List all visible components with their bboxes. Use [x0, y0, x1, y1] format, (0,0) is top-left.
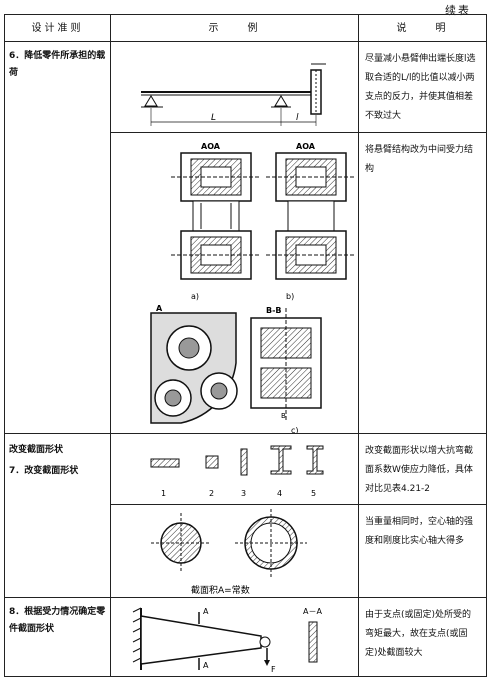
shape-num: 2 [209, 489, 214, 498]
section-label-a: AOA [201, 142, 221, 151]
principle-text: 6．降低零件所承担的载荷 [9, 51, 106, 79]
note-text: 当重量相同时，空心轴的强度和刚度比实心轴大得多 [365, 517, 474, 546]
shape-num: 3 [241, 489, 246, 498]
principle-cell: 改变截面形状 7．改变截面形状 [4, 433, 111, 598]
note-text: 改变截面形状以增大抗弯截面系数W使应力降低，具体对比见表4.21-2 [365, 446, 474, 494]
dim-l: l [296, 113, 299, 123]
note-cell: 由于支点(或固定)处所受的弯矩最大，故在支点(或固定)处截面较大 [358, 597, 487, 677]
example-cell: 截面积A=常数 [110, 504, 359, 598]
note-text: 尽量减小悬臂伸出端长度l选取合适的L/l的比值以减小两支点的反力，并使其值相差不… [365, 54, 476, 121]
caption-a: a) [191, 292, 199, 301]
gear-assembly-figure: AOA a) AOA [150, 142, 356, 433]
col-principle: 设计准则 [4, 14, 111, 42]
example-cell: AOA a) AOA [110, 132, 359, 434]
note-cell: 将悬臂结构改为中间受力结构 [358, 132, 487, 434]
force-label: F [271, 665, 276, 674]
mark-a: A [156, 304, 163, 313]
table-row: 截面积A=常数 当重量相同时，空心轴的强度和刚度比实心轴大得多 [5, 504, 487, 598]
caption-c: c) [291, 426, 299, 433]
table-row: AOA a) AOA [5, 132, 487, 434]
principle-cell: 8．根据受力情况确定零件截面形状 [4, 597, 111, 677]
col-example: 示 例 [110, 14, 359, 42]
dim-L: L [211, 113, 216, 123]
table-row: 6．降低零件所承担的载荷 L l 尽 [4, 41, 487, 434]
shape-num: 1 [161, 489, 166, 498]
note-cell: 改变截面形状以增大抗弯截面系数W使应力降低，具体对比见表4.21-2 [358, 433, 487, 505]
table-row: 8．根据受力情况确定零件截面形状 F A A A－A [4, 597, 487, 677]
cantilever-figure: L l [141, 63, 326, 126]
tapered-arm-figure: F A A A－A [132, 607, 322, 674]
example-cell: F A A A－A [110, 597, 359, 677]
continued-label: 续表 [445, 4, 471, 17]
cut-mark-a-bottom: A [203, 661, 209, 670]
section-shapes-figure: 1 2 3 4 5 [150, 445, 324, 498]
note-cell: 尽量减小悬臂伸出端长度l选取合适的L/l的比值以减小两支点的反力，并使其值相差不… [358, 41, 487, 133]
note-cell: 当重量相同时，空心轴的强度和刚度比实心轴大得多 [358, 504, 487, 598]
principle-text: 7．改变截面形状 [9, 466, 79, 477]
shape-num: 4 [277, 489, 282, 498]
section-label-c: B-B [266, 306, 282, 315]
col-note: 说 明 [358, 14, 487, 42]
principle-head: 改变截面形状 [9, 445, 64, 455]
section-label: A－A [303, 607, 322, 616]
note-text: 将悬臂结构改为中间受力结构 [365, 145, 474, 174]
cut-mark-a-top: A [203, 607, 209, 616]
example-cell: L l [110, 41, 359, 133]
principle-cell: 6．降低零件所承担的载荷 [4, 41, 111, 434]
note-text: 由于支点(或固定)处所受的弯矩最大，故在支点(或固定)处截面较大 [365, 610, 472, 658]
section-label-b: AOA [296, 142, 316, 151]
table-row: 改变截面形状 7．改变截面形状 1 2 3 4 5 改变截面形状以增大抗弯截面系… [4, 433, 487, 598]
shape-num: 5 [311, 489, 316, 498]
caption-b: b) [286, 292, 294, 301]
design-table: 设计准则 示 例 说 明 6．降低零件所承担的载荷 [4, 14, 487, 677]
mark-b: B [281, 412, 286, 420]
area-caption: 截面积A=常数 [191, 584, 250, 596]
principle-text: 8．根据受力情况确定零件截面形状 [9, 607, 106, 635]
table-header-row: 设计准则 示 例 说 明 [4, 14, 487, 42]
shaft-section-figure: 截面积A=常数 [151, 509, 307, 596]
example-cell: 1 2 3 4 5 [110, 433, 359, 505]
